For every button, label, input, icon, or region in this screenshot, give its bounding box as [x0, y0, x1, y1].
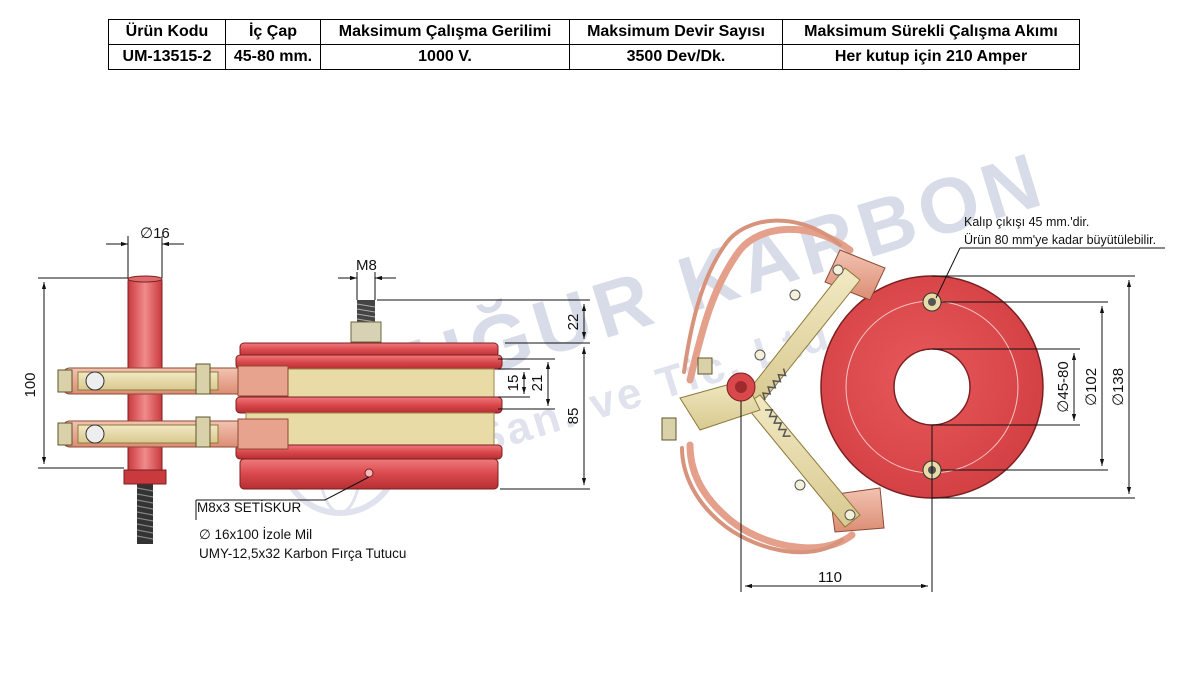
- copper-leads: [680, 218, 856, 555]
- threaded-stud: [136, 482, 154, 544]
- dim-dia-102: ∅102: [1083, 368, 1100, 406]
- m8-bolt: [350, 300, 382, 343]
- callout-holder: UMY-12,5x32 Karbon Fırça Tutucu: [199, 546, 406, 561]
- note-line2: Ürün 80 mm'ye kadar büyütülebilir.: [964, 233, 1156, 247]
- dim-height-22: 22: [565, 314, 582, 331]
- callout-setscrew: M8x3 SETİSKUR: [197, 500, 302, 515]
- brush-holder-upper: [57, 363, 289, 397]
- spec-value-row: UM-13515-2 45-80 mm. 1000 V. 3500 Dev/Dk…: [108, 44, 1080, 70]
- header-max-current: Maksimum Sürekli Çalışma Akımı: [782, 19, 1080, 45]
- value-max-current: Her kutup için 210 Amper: [782, 44, 1080, 70]
- dim-height-21: 21: [529, 375, 546, 392]
- dim-height-85: 85: [565, 408, 582, 425]
- dim-dia-138: ∅138: [1110, 368, 1127, 406]
- side-view: ∅16 M8 100 22 85 15 21 M8x3 SETİSKUR ∅ 1…: [22, 225, 590, 561]
- brush-holder-lower: [57, 416, 289, 450]
- terminal-screws: [661, 357, 713, 441]
- header-product-code: Ürün Kodu: [108, 19, 226, 45]
- front-dimensions: [740, 247, 1165, 592]
- spec-table: Ürün Kodu İç Çap Maksimum Çalışma Gerili…: [108, 19, 1080, 70]
- dim-height-100: 100: [22, 372, 39, 397]
- dim-shaft-dia: ∅16: [140, 225, 170, 242]
- callout-shaft: ∅ 16x100 İzole Mil: [199, 527, 312, 542]
- note-line1: Kalıp çıkışı 45 mm.'dir.: [964, 215, 1089, 229]
- side-dimensions: [38, 236, 590, 520]
- value-max-rpm: 3500 Dev/Dk.: [569, 44, 783, 70]
- setscrew-hole: [364, 468, 374, 478]
- front-view: 110 ∅45-80 ∅102 ∅138 Kalıp çıkışı 45 mm.…: [661, 215, 1165, 592]
- header-max-rpm: Maksimum Devir Sayısı: [569, 19, 783, 45]
- dim-thread: M8: [356, 257, 377, 274]
- dim-width-110: 110: [818, 569, 842, 586]
- spec-header-row: Ürün Kodu İç Çap Maksimum Çalışma Gerili…: [108, 19, 1080, 45]
- dim-dia-inner: ∅45-80: [1055, 361, 1072, 412]
- header-inner-diameter: İç Çap: [225, 19, 321, 45]
- value-max-voltage: 1000 V.: [320, 44, 570, 70]
- bore: [893, 348, 971, 426]
- springs: [761, 368, 791, 437]
- dim-height-15: 15: [505, 375, 522, 392]
- value-inner-diameter: 45-80 mm.: [225, 44, 321, 70]
- slip-ring-stack: [235, 342, 503, 490]
